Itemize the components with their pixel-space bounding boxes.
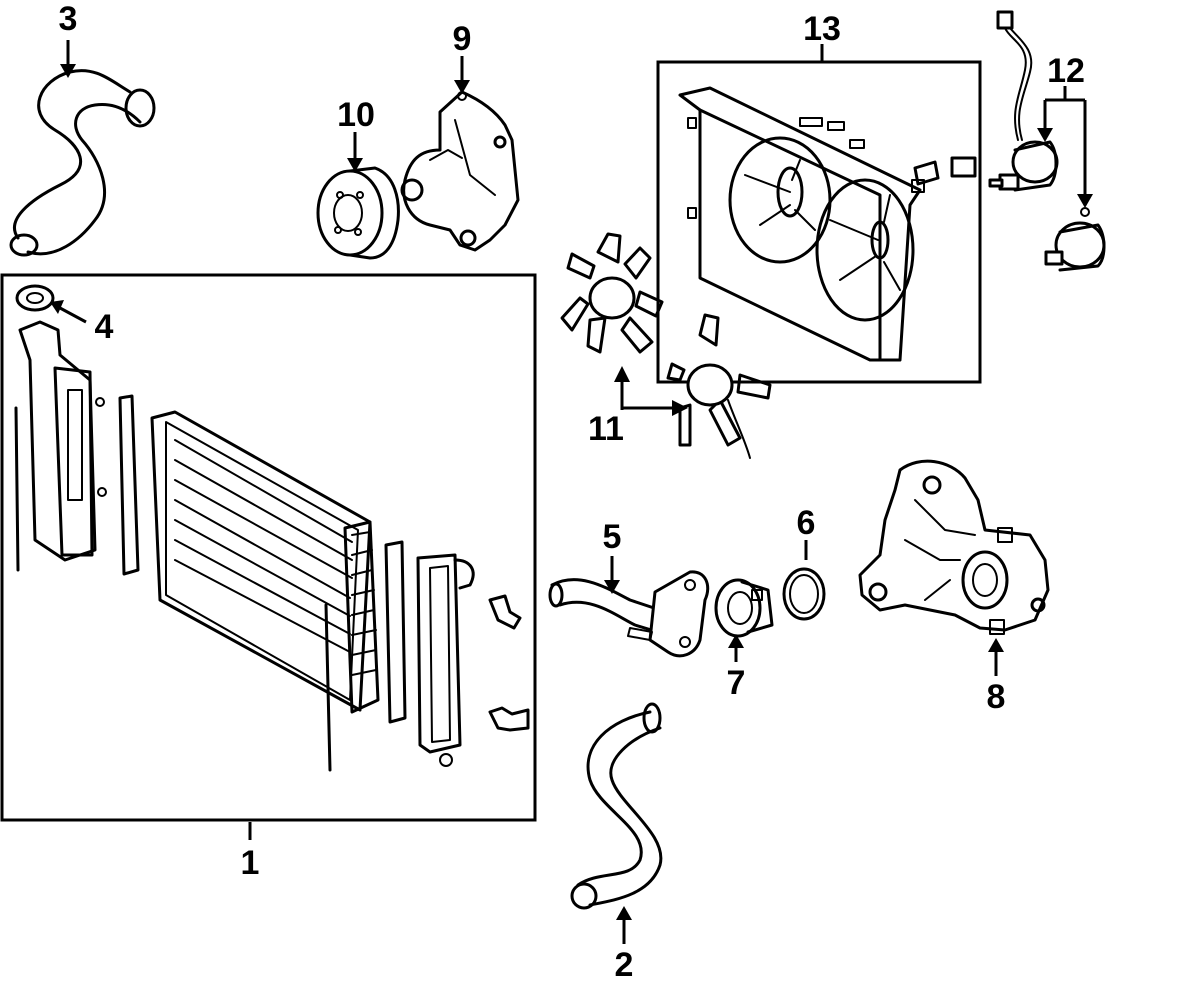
callout-10: 10 [337,96,375,134]
callout-7: 7 [727,664,746,702]
callout-8: 8 [987,678,1006,716]
callout-9: 9 [453,20,472,58]
callout-5: 5 [603,518,622,556]
radiator-cap-part[interactable] [15,284,55,312]
water-outlet-pipe-part[interactable] [548,570,710,658]
callout-6: 6 [797,504,816,542]
water-pump-pulley-part[interactable] [316,166,400,260]
callout-11: 11 [588,410,624,448]
callout-3: 3 [59,0,78,38]
part-13-group-box [656,60,982,384]
thermostat-gasket-part[interactable] [782,567,826,621]
water-inlet-housing-part[interactable] [858,459,1050,635]
thermostat-part[interactable] [714,578,774,638]
water-pump-part[interactable] [400,90,520,252]
cooling-fan-blade-part[interactable] [560,232,772,459]
part-1-group-box [0,273,537,822]
leader-lines [50,40,1093,944]
callout-labels: 3 9 10 13 12 4 11 5 6 7 8 1 2 [59,0,1085,984]
callout-1: 1 [241,844,260,882]
fan-shroud-assembly-part[interactable] [656,60,982,384]
lower-radiator-hose-part[interactable] [570,702,663,910]
callout-2: 2 [615,946,634,984]
callout-13: 13 [803,10,841,48]
radiator-assembly-part[interactable] [0,273,537,822]
callout-12: 12 [1047,52,1085,90]
fan-motor-part[interactable] [988,10,1106,272]
callout-4: 4 [95,308,114,346]
upper-radiator-hose-part[interactable] [9,69,156,257]
